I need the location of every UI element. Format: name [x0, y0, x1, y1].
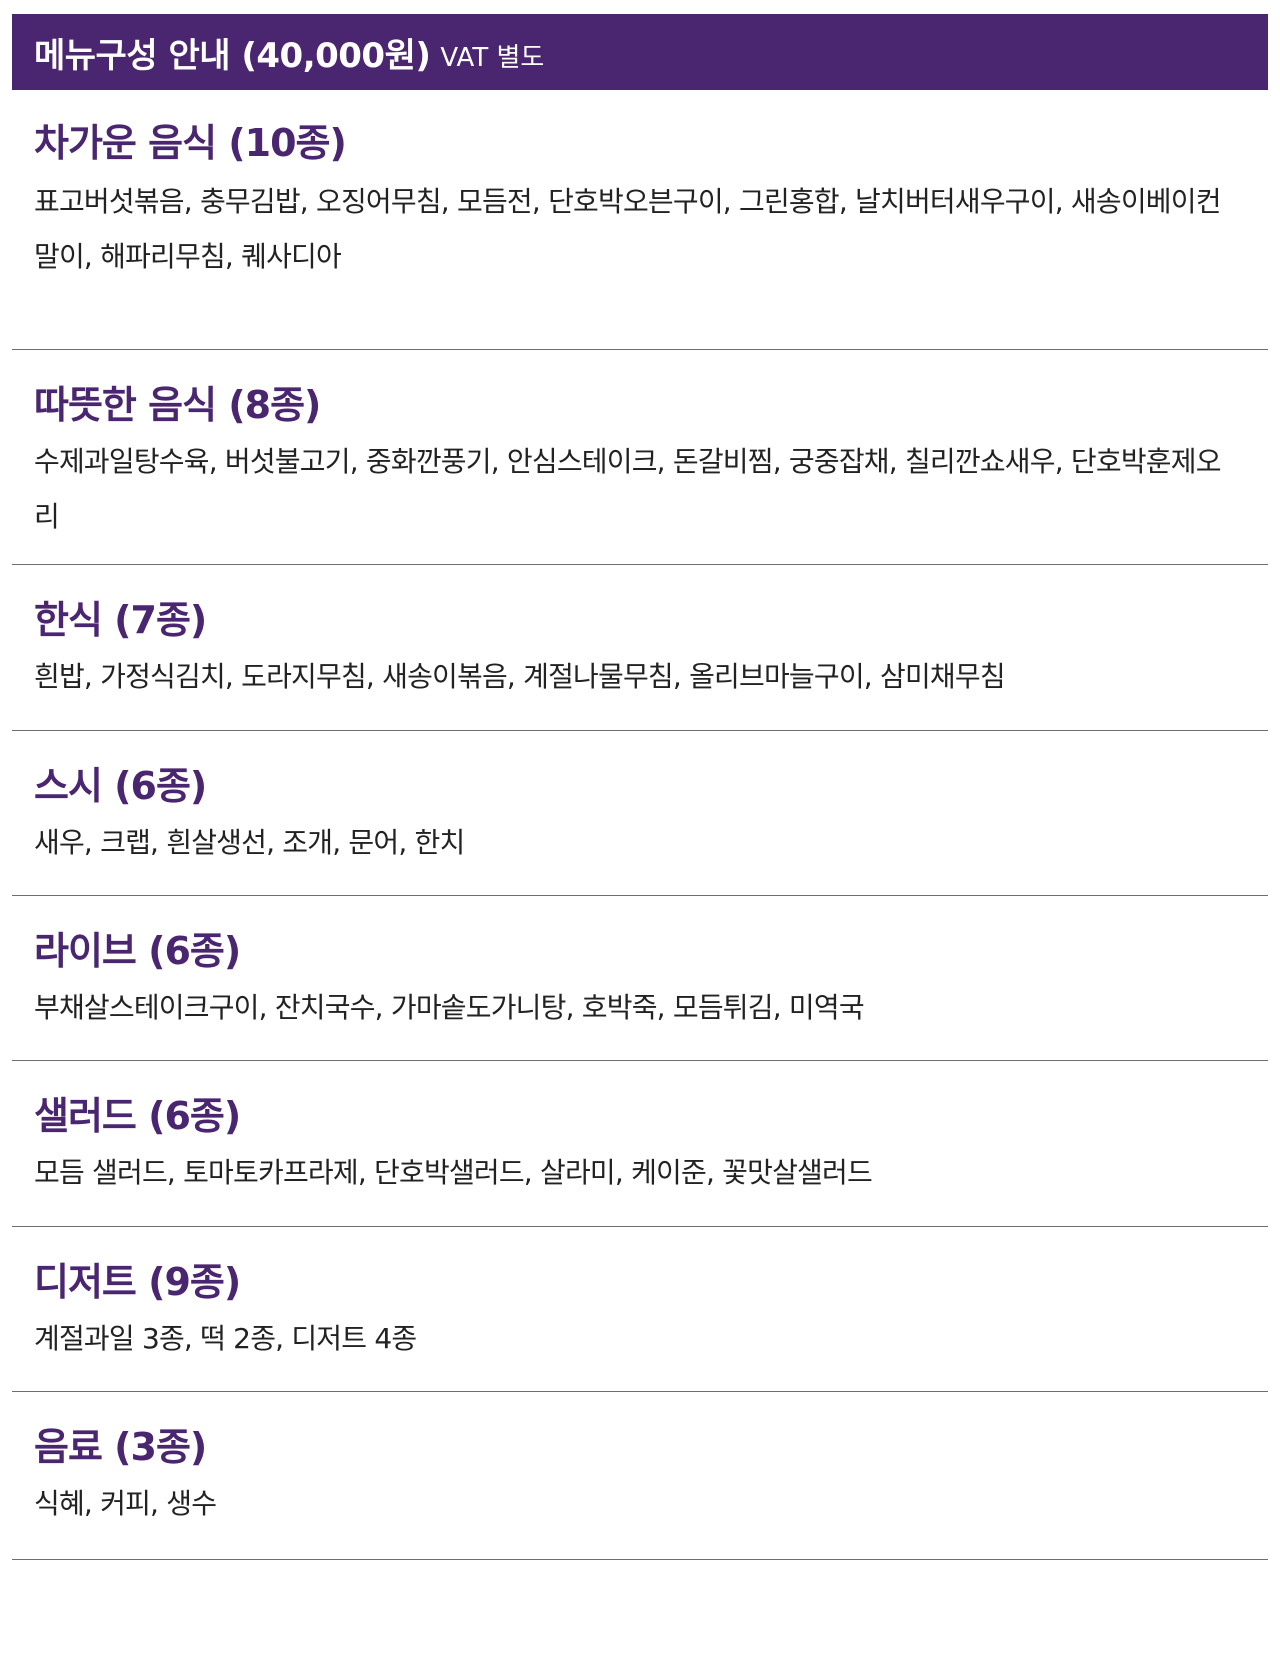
menu-header-banner: 메뉴구성 안내 (40,000원) VAT 별도 [12, 14, 1268, 90]
section-live: 라이브 (6종) 부채살스테이크구이, 잔치국수, 가마솥도가니탕, 호박죽, … [12, 896, 1268, 1061]
section-items: 부채살스테이크구이, 잔치국수, 가마솥도가니탕, 호박죽, 모듬튀김, 미역국 [34, 991, 865, 1024]
section-items: 수제과일탕수육, 버섯불고기, 중화깐풍기, 안심스테이크, 돈갈비찜, 궁중잡… [34, 445, 1222, 533]
section-title: 스시 (6종) [34, 764, 207, 808]
section-title: 디저트 (9종) [34, 1260, 241, 1304]
section-korean: 한식 (7종) 흰밥, 가정식김치, 도라지무침, 새송이볶음, 계절나물무침,… [12, 565, 1268, 731]
section-title: 차가운 음식 (10종) [34, 121, 347, 165]
section-sushi: 스시 (6종) 새우, 크랩, 흰살생선, 조개, 문어, 한치 [12, 731, 1268, 896]
section-title: 따뜻한 음식 (8종) [34, 383, 321, 427]
section-drinks: 음료 (3종) 식혜, 커피, 생수 [12, 1392, 1268, 1560]
section-items: 계절과일 3종, 떡 2종, 디저트 4종 [34, 1322, 417, 1355]
section-warm-food: 따뜻한 음식 (8종) 수제과일탕수육, 버섯불고기, 중화깐풍기, 안심스테이… [12, 350, 1268, 565]
section-cold-food: 차가운 음식 (10종) 표고버섯볶음, 충무김밥, 오징어무침, 모듬전, 단… [12, 90, 1268, 350]
section-salad: 샐러드 (6종) 모듬 샐러드, 토마토카프라제, 단호박샐러드, 살라미, 케… [12, 1061, 1268, 1227]
menu-sections: 차가운 음식 (10종) 표고버섯볶음, 충무김밥, 오징어무침, 모듬전, 단… [12, 90, 1268, 1560]
section-items: 흰밥, 가정식김치, 도라지무침, 새송이볶음, 계절나물무침, 올리브마늘구이… [34, 660, 1006, 693]
section-title: 샐러드 (6종) [34, 1094, 241, 1138]
section-items: 모듬 샐러드, 토마토카프라제, 단호박샐러드, 살라미, 케이준, 꽃맛살샐러… [34, 1156, 873, 1189]
section-title: 음료 (3종) [34, 1425, 207, 1469]
section-title: 라이브 (6종) [34, 929, 241, 973]
section-title: 한식 (7종) [34, 598, 207, 642]
section-items: 식혜, 커피, 생수 [34, 1487, 217, 1520]
section-items: 표고버섯볶음, 충무김밥, 오징어무침, 모듬전, 단호박오븐구이, 그린홍합,… [34, 185, 1222, 273]
section-items: 새우, 크랩, 흰살생선, 조개, 문어, 한치 [34, 826, 465, 859]
menu-header-title: 메뉴구성 안내 (40,000원) [34, 35, 431, 76]
vat-note: VAT 별도 [440, 42, 545, 73]
section-dessert: 디저트 (9종) 계절과일 3종, 떡 2종, 디저트 4종 [12, 1227, 1268, 1392]
